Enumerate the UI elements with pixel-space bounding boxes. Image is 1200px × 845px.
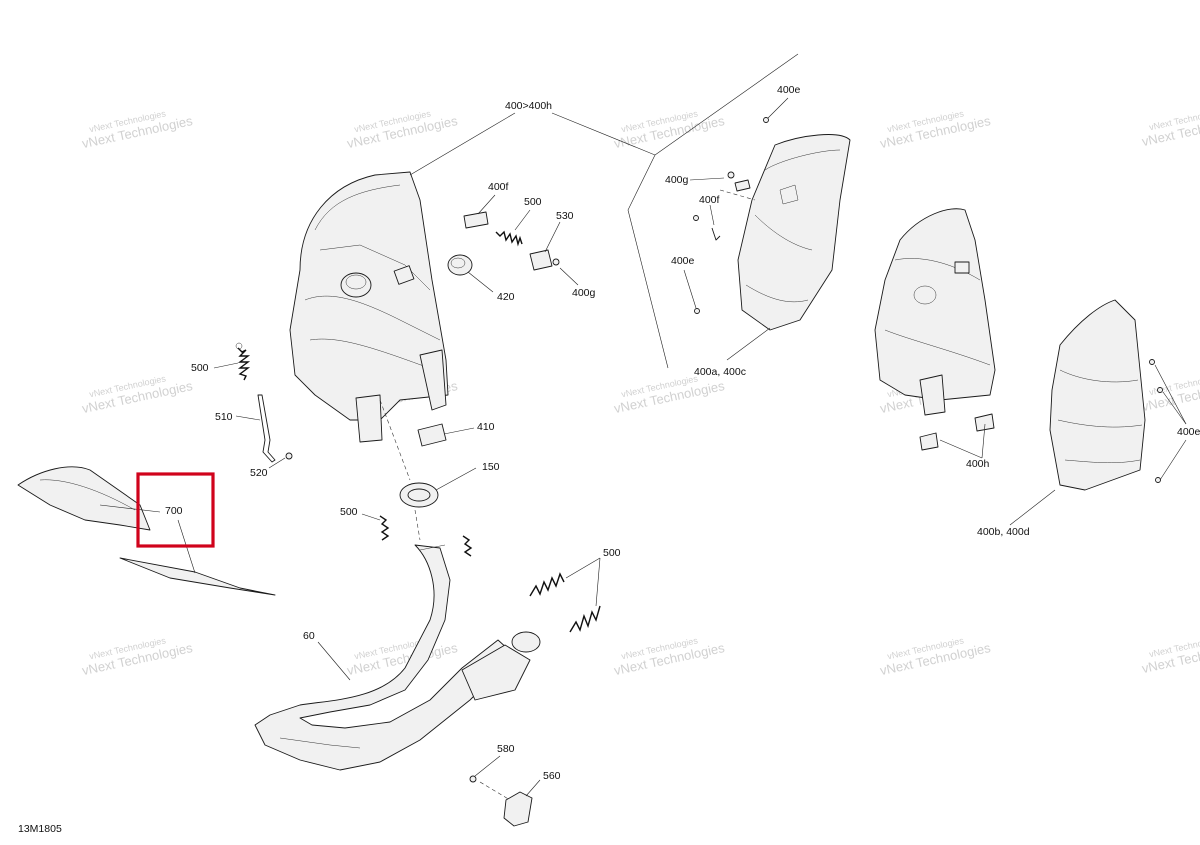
diagram-id: 13M1805 — [18, 823, 62, 835]
heat-shield-700[interactable] — [17, 466, 276, 596]
bolt-580[interactable] — [469, 775, 477, 783]
callout-60[interactable]: 60 — [303, 630, 315, 642]
callout-530[interactable]: 530 — [556, 210, 574, 222]
hardware-right-400[interactable] — [693, 117, 769, 314]
leader-lines — [99, 53, 1187, 797]
callout-150[interactable]: 150 — [482, 461, 500, 473]
callout-500[interactable]: 500 — [524, 196, 542, 208]
callout-400-400h[interactable]: 400>400h — [505, 100, 552, 112]
screw-400g[interactable] — [552, 258, 560, 266]
callout-420[interactable]: 420 — [497, 291, 515, 303]
assembly-lines — [379, 189, 756, 801]
callout-400f[interactable]: 400f — [488, 181, 509, 193]
muffler-assembly[interactable] — [289, 171, 449, 443]
gasket-150[interactable] — [399, 482, 439, 508]
callout-510[interactable]: 510 — [215, 411, 233, 423]
callout-700[interactable]: 700 — [165, 505, 183, 517]
callout-500[interactable]: 500 — [603, 547, 621, 559]
heat-shield-right[interactable] — [1049, 299, 1146, 491]
callout-400b-400d[interactable]: 400b, 400d — [977, 526, 1030, 538]
callout-400f[interactable]: 400f — [699, 194, 720, 206]
callout-560[interactable]: 560 — [543, 770, 561, 782]
muffler-assembled-view[interactable] — [874, 208, 996, 416]
cap-420[interactable] — [447, 254, 473, 276]
callout-580[interactable]: 580 — [497, 743, 515, 755]
callout-400a-400c[interactable]: 400a, 400c — [694, 366, 746, 378]
callout-410[interactable]: 410 — [477, 421, 495, 433]
callout-400g[interactable]: 400g — [665, 174, 689, 186]
callout-400e[interactable]: 400e — [671, 255, 695, 267]
spring-500-left[interactable] — [235, 342, 251, 381]
bracket-530[interactable] — [529, 249, 553, 271]
grommet-410[interactable] — [417, 423, 447, 447]
rod-510[interactable] — [257, 394, 276, 463]
callout-400h[interactable]: 400h — [966, 458, 990, 470]
spring-500-right[interactable] — [529, 572, 601, 633]
exhaust-pipe-60[interactable] — [254, 544, 541, 771]
bracket-400h[interactable] — [919, 413, 995, 451]
plate-400f[interactable] — [463, 211, 489, 229]
hardware-far-right-400e[interactable] — [1149, 359, 1163, 483]
muffler-cover[interactable] — [737, 134, 851, 331]
callout-labels: 400>400h 400e 400g 400f 400e 400a, 400c … — [165, 84, 1200, 782]
clamp-560[interactable] — [503, 791, 533, 827]
callout-400e[interactable]: 400e — [777, 84, 801, 96]
highlight-box — [136, 472, 215, 548]
callout-400e[interactable]: 400e — [1177, 426, 1200, 438]
spring-500-top[interactable] — [495, 230, 523, 247]
callout-520[interactable]: 520 — [250, 467, 268, 479]
bolt-520[interactable] — [285, 452, 293, 460]
spring-500-mid[interactable] — [379, 515, 473, 557]
callout-500[interactable]: 500 — [191, 362, 209, 374]
callout-500[interactable]: 500 — [340, 506, 358, 518]
callout-400g[interactable]: 400g — [572, 287, 596, 299]
